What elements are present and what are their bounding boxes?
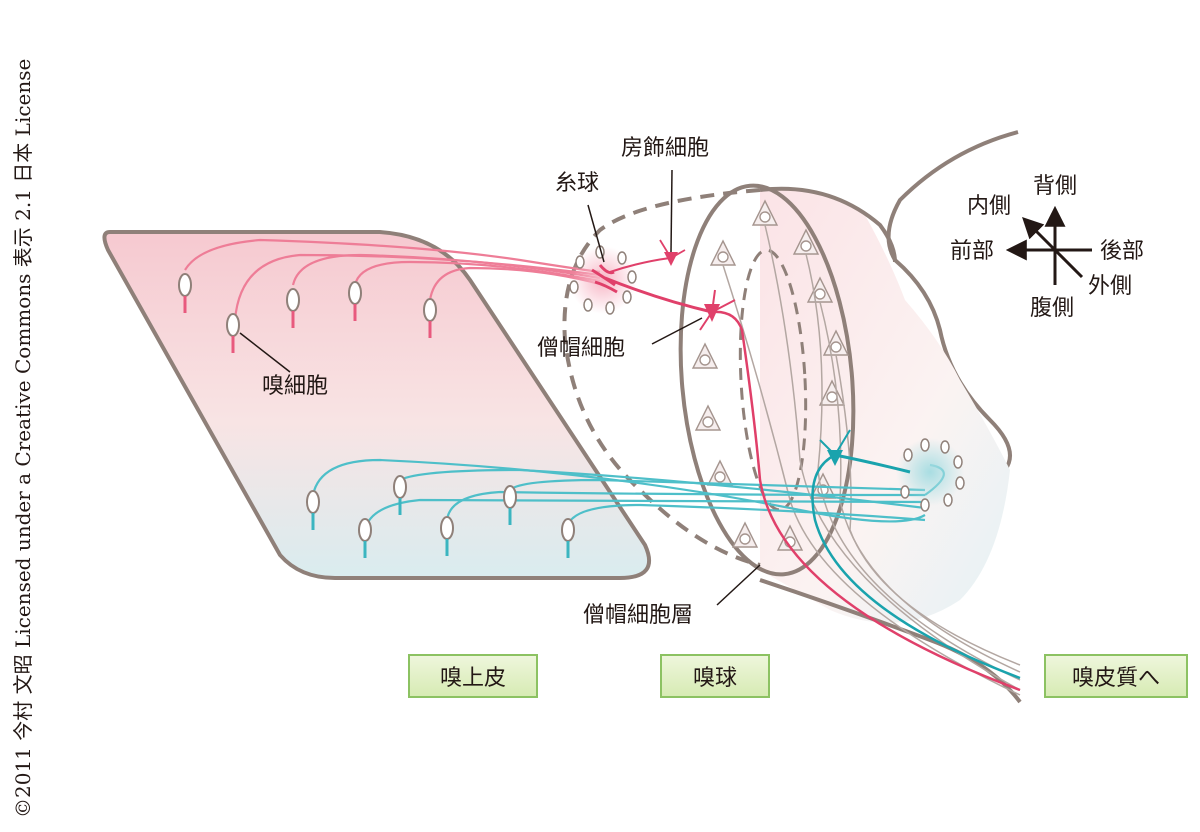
pink-olfactory-cells [178,273,437,353]
compass-ventral: 腹側 [1030,296,1074,321]
inner-dashed-ellipse [738,248,808,512]
label-tufted-cell: 房飾細胞 [621,136,709,161]
gray-axons [722,224,1021,696]
teal-olfactory-neurons [311,458,945,531]
credit-strip: ©2011 今村 文昭 Licensed under a Creative Co… [11,59,35,818]
brain-outline [886,130,1019,472]
bulb-neurons [691,199,850,551]
pink-olfactory-neurons [184,238,601,321]
compass-dorsal: 背側 [1033,174,1077,199]
teal-glomerulus [896,438,965,512]
cortex-box: 嗅皮質へ [1044,654,1188,698]
compass-anterior: 前部 [950,239,994,264]
label-glomerulus: 糸球 [555,171,599,196]
compass-lateral: 外側 [1088,274,1132,299]
pink-mitral-cell [604,276,1021,692]
leader-lines [239,169,761,606]
tufted-cell [609,239,686,273]
bulb-box: 嗅球 [660,654,770,698]
label-mitral-cell: 僧帽細胞 [537,336,625,361]
epithelium-box: 嗅上皮 [408,654,538,698]
orientation-compass [1005,205,1092,285]
bulb-ellipse [678,183,856,577]
teal-olfactory-cells [306,475,575,558]
copyright-credit: ©2011 今村 文昭 Licensed under a Creative Co… [11,59,35,818]
label-mitral-cell-layer: 僧帽細胞層 [583,603,693,628]
bulb-upper-outline [759,186,897,263]
compass-posterior: 後部 [1100,239,1144,264]
pink-glomerulus [569,245,637,315]
compass-medial: 内側 [967,194,1011,219]
teal-mitral-cell [811,429,1021,680]
bulb-dashed-outline [562,188,761,567]
label-olfactory-cell: 嗅細胞 [262,374,328,399]
